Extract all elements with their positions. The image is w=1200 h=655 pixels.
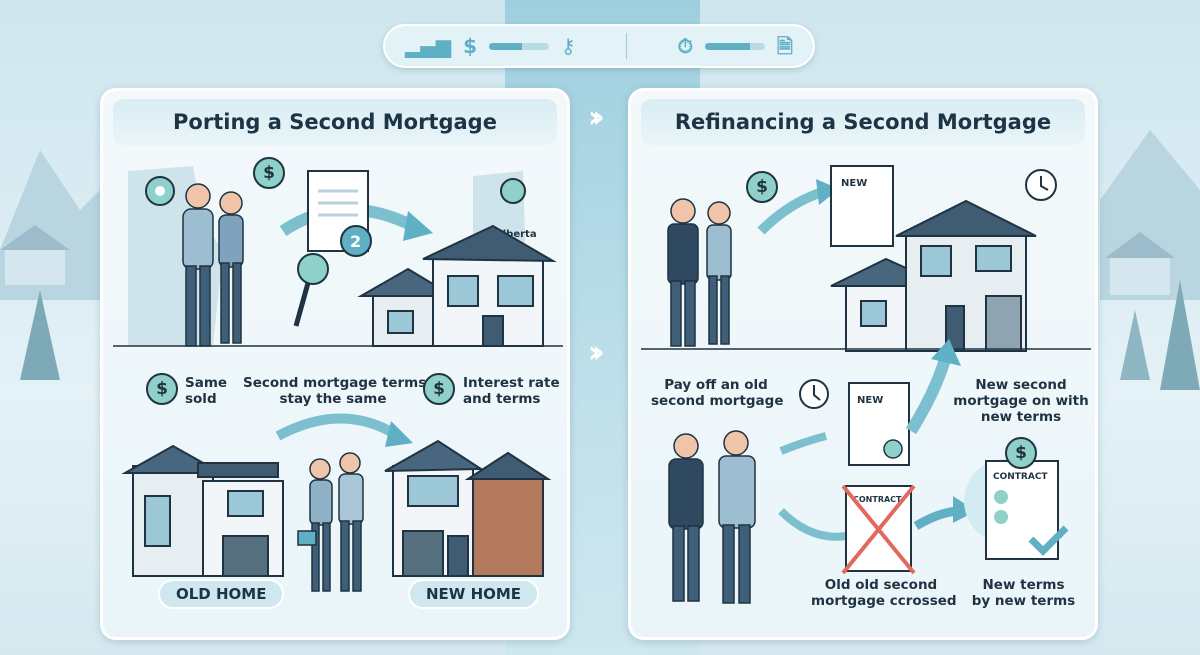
key-icon: ⚷ bbox=[560, 34, 576, 58]
stopwatch-icon: ⏱ bbox=[677, 34, 694, 58]
walking-couple-figure bbox=[297, 452, 364, 592]
clock-icon bbox=[799, 379, 829, 409]
old-crossed-label: Old old second mortgage ccrossed bbox=[811, 577, 957, 609]
panel-title: Refinancing a Second Mortgage bbox=[641, 99, 1085, 145]
new-doc-label: NEW bbox=[841, 178, 867, 189]
couple-figure bbox=[182, 183, 244, 347]
refinancing-illustration: NEW NEW CONTRACT CONTRACT bbox=[641, 165, 1091, 604]
new-doc-label: NEW bbox=[857, 395, 883, 406]
right-progress-bar bbox=[705, 42, 765, 50]
document-dollar-icon: 🗎 bbox=[776, 34, 793, 58]
dollar-icon: $ bbox=[146, 373, 178, 405]
dollar-icon: $ bbox=[423, 373, 455, 405]
key-number: 2 bbox=[350, 232, 361, 251]
new-contract-label: CONTRACT bbox=[993, 472, 1048, 482]
new-second-label: New second mortgage on with new terms bbox=[953, 377, 1089, 425]
location-pin-icon bbox=[500, 178, 526, 204]
new-terms-label: New terms by new terms bbox=[971, 577, 1076, 609]
porting-illustration: Alberta 2 bbox=[113, 166, 563, 592]
dollar-bubble-icon: $ bbox=[253, 157, 285, 189]
old-contract-label: CONTRACT bbox=[853, 495, 902, 504]
left-progress-bar bbox=[489, 42, 549, 50]
dollar-bubble-icon: $ bbox=[746, 171, 778, 203]
terms-same-label: Second mortgage terms stay the same bbox=[243, 375, 427, 407]
men-talking-figure bbox=[668, 430, 756, 604]
cross-mark-icon bbox=[841, 484, 916, 575]
map-label: Alberta bbox=[495, 229, 537, 240]
house-illustration bbox=[830, 199, 1037, 352]
top-comparison-bar: ▂▄▆ $ ⚷ ⏱ 🗎 bbox=[383, 24, 815, 68]
divider bbox=[625, 33, 628, 59]
new-home-illustration bbox=[384, 439, 552, 577]
key-icon bbox=[293, 253, 329, 327]
old-home-tag: OLD HOME bbox=[158, 579, 285, 609]
chevron-right-icon: ›› bbox=[588, 100, 604, 135]
checkmark-icon bbox=[1028, 525, 1069, 556]
refinancing-panel: Refinancing a Second Mortgage NEW NEW bbox=[628, 88, 1098, 640]
interest-label: Interest rate and terms bbox=[463, 375, 560, 407]
same-sold-label: Same sold bbox=[185, 375, 228, 407]
porting-panel: Porting a Second Mortgage Alberta 2 bbox=[100, 88, 570, 640]
dollar-icon: $ bbox=[1005, 437, 1037, 469]
panel-title: Porting a Second Mortgage bbox=[113, 99, 557, 145]
dollar-icon: $ bbox=[463, 34, 478, 58]
pay-off-label: Pay off an old second mortgage bbox=[651, 377, 784, 409]
clock-icon bbox=[1025, 169, 1057, 201]
couple-figure bbox=[667, 198, 732, 347]
location-pin-icon bbox=[145, 176, 175, 206]
bar-chart-icon: ▂▄▆ bbox=[405, 34, 452, 58]
new-house-illustration bbox=[357, 224, 557, 347]
old-house-illustration bbox=[121, 444, 284, 577]
chevron-right-icon: ›› bbox=[588, 335, 604, 370]
new-home-tag: NEW HOME bbox=[408, 579, 540, 609]
